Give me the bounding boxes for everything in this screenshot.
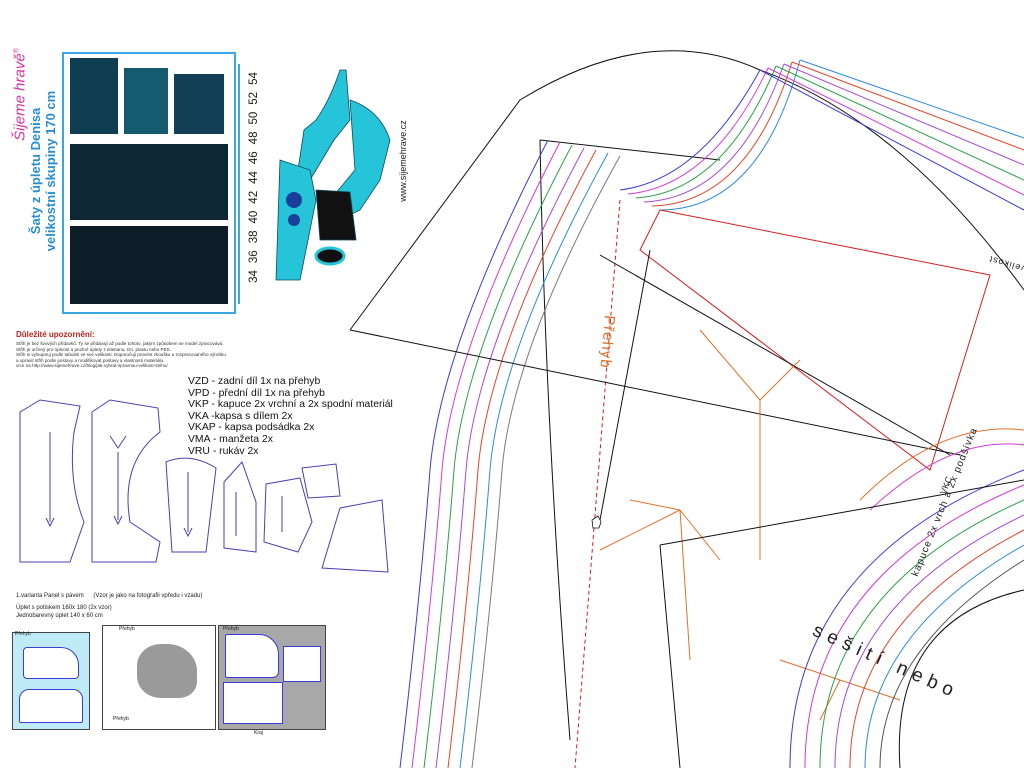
warning-line: a upravit střih podle postavy a modifiko…: [16, 357, 165, 363]
size-number: 38: [248, 230, 260, 244]
layout-fold-label: Přehyb: [119, 626, 135, 632]
layout-fold-label: Přehyb: [15, 631, 31, 637]
legend-item: VRU - rukáv 2x: [188, 445, 259, 457]
photo-mid: [70, 144, 228, 220]
size-number: 52: [248, 91, 260, 105]
cutting-layout-2: Přehyb Přehyb: [102, 625, 216, 730]
technical-drawing: [275, 69, 391, 281]
title-text: Šaty z úpletu Denisa velikostní skupiny …: [28, 26, 58, 316]
cutting-layout-1: Přehyb: [12, 631, 90, 730]
cutting-layout-3: Přehyb: [218, 625, 326, 730]
legend-item: VKP - kapuce 2x vrchní a 2x spodní mater…: [188, 399, 393, 411]
warning-line: více na http://www.sijemehrave.cz/blog/j…: [16, 363, 168, 369]
title-line1: Šaty z úpletu Denisa: [28, 107, 43, 235]
size-number: 44: [248, 171, 260, 184]
size-number: 50: [248, 111, 260, 125]
size-number: 36: [248, 250, 260, 264]
warning-body: Střih je bez švových přídavků. Ty se při…: [16, 341, 316, 369]
size-list: 34 36 38 40 42 44 46 48 50 52 54: [248, 54, 260, 294]
size-number: 48: [248, 131, 260, 145]
size-number: 40: [248, 210, 260, 224]
warning-line: Střih je bez švových přídavků. Ty se při…: [16, 341, 224, 346]
fabric-line: Jednobarevný úplet 140 x 60 cm: [16, 613, 103, 619]
photo-bottom: [70, 226, 228, 304]
layout-fold-label: Přehyb: [223, 626, 239, 632]
size-scale: 34 36 38 40 42 44 46 48 50 52 54: [238, 64, 268, 304]
size-number: 42: [248, 190, 260, 204]
photo-top-1: [70, 58, 118, 134]
fabric-requirements: Úplet s potiskem 160x 180 (2x vzor) Jedn…: [16, 604, 112, 620]
layout-edge-label: Kraj: [254, 730, 263, 736]
website-link[interactable]: www.sijemehrave.cz: [398, 120, 408, 202]
photo-top-3: [174, 74, 224, 134]
warning-line: Střih si vyloupnuj podle tabulek ve své …: [16, 352, 226, 358]
variant-title: 1.varianta Panel s pávem: [16, 593, 84, 599]
website[interactable]: www.sijemehrave.cz: [394, 80, 414, 250]
legend-item: VMA - manžeta 2x: [188, 433, 273, 445]
pattern-title: Šaty z úpletu Denisa velikostní skupiny …: [18, 30, 64, 320]
piece-legend: VZD - zadní díl 1x na přehyb VPD - předn…: [188, 376, 393, 457]
size-number: 46: [248, 151, 260, 165]
warning-line: Střih je určený pro úplnost a pružné úpl…: [16, 346, 172, 352]
variant-label: 1.varianta Panel s pávem (Vzor je jako n…: [16, 593, 202, 599]
photo-collage: [62, 52, 236, 314]
legend-item: VPD - přední díl 1x na přehyb: [188, 387, 325, 399]
size-number: 54: [248, 72, 260, 85]
title-line2: velikostní skupiny 170 cm: [43, 90, 58, 252]
size-number: 34: [248, 270, 260, 283]
fabric-line: Úplet s potiskem 160x 180 (2x vzor): [16, 605, 112, 611]
variant-note: (Vzor je jako na fotografii vpředu i vza…: [93, 593, 203, 599]
legend-item: VKAP - kapsa podsádka 2x: [188, 422, 315, 434]
legend-item: VKA -kapsa s dílem 2x: [188, 410, 293, 422]
warning-heading: Důležité upozornění:: [16, 330, 95, 339]
photo-top-2: [124, 68, 168, 134]
legend-item: VZD - zadní díl 1x na přehyb: [188, 376, 321, 387]
pieces-overview: [19, 399, 389, 573]
layout-fold-label: Přehyb: [113, 716, 129, 722]
